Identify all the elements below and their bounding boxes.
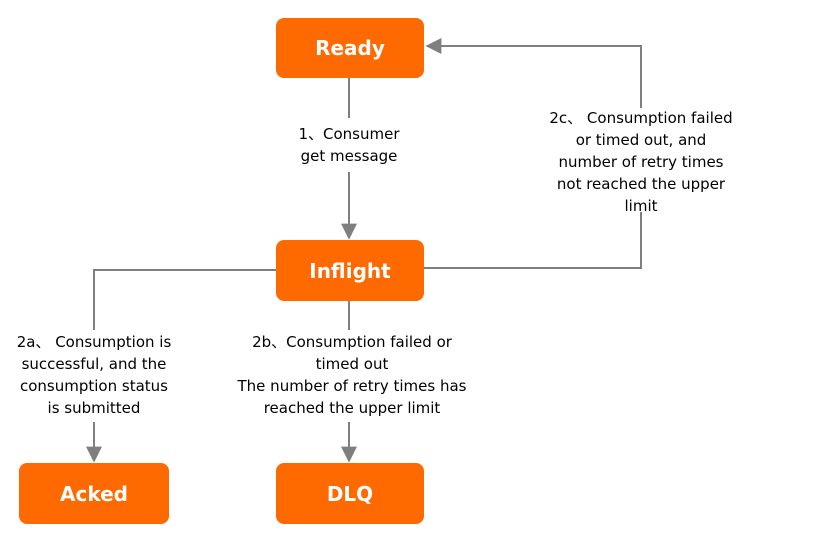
node-acked: Acked bbox=[19, 463, 169, 524]
edge-label2c-to-ready bbox=[425, 38, 642, 108]
node-inflight: Inflight bbox=[276, 240, 424, 301]
edge-inflight-to-acked-top bbox=[93, 269, 276, 330]
node-acked-label: Acked bbox=[60, 481, 128, 506]
edge-inflight-to-label2c bbox=[424, 212, 642, 269]
edge-label-2c: 2c、 Consumption failed or timed out, and… bbox=[549, 109, 733, 215]
edge-label-2a: 2a、 Consumption is successful, and the c… bbox=[16, 333, 172, 417]
node-ready: Ready bbox=[276, 18, 424, 78]
node-ready-label: Ready bbox=[315, 36, 385, 60]
edge-label-1: 1、Consumer get message bbox=[298, 125, 400, 165]
node-inflight-label: Inflight bbox=[309, 258, 391, 283]
node-dlq-label: DLQ bbox=[326, 481, 374, 506]
edge-label-2b: 2b、Consumption failed or timed out The n… bbox=[237, 333, 467, 417]
node-dlq: DLQ bbox=[276, 463, 424, 524]
